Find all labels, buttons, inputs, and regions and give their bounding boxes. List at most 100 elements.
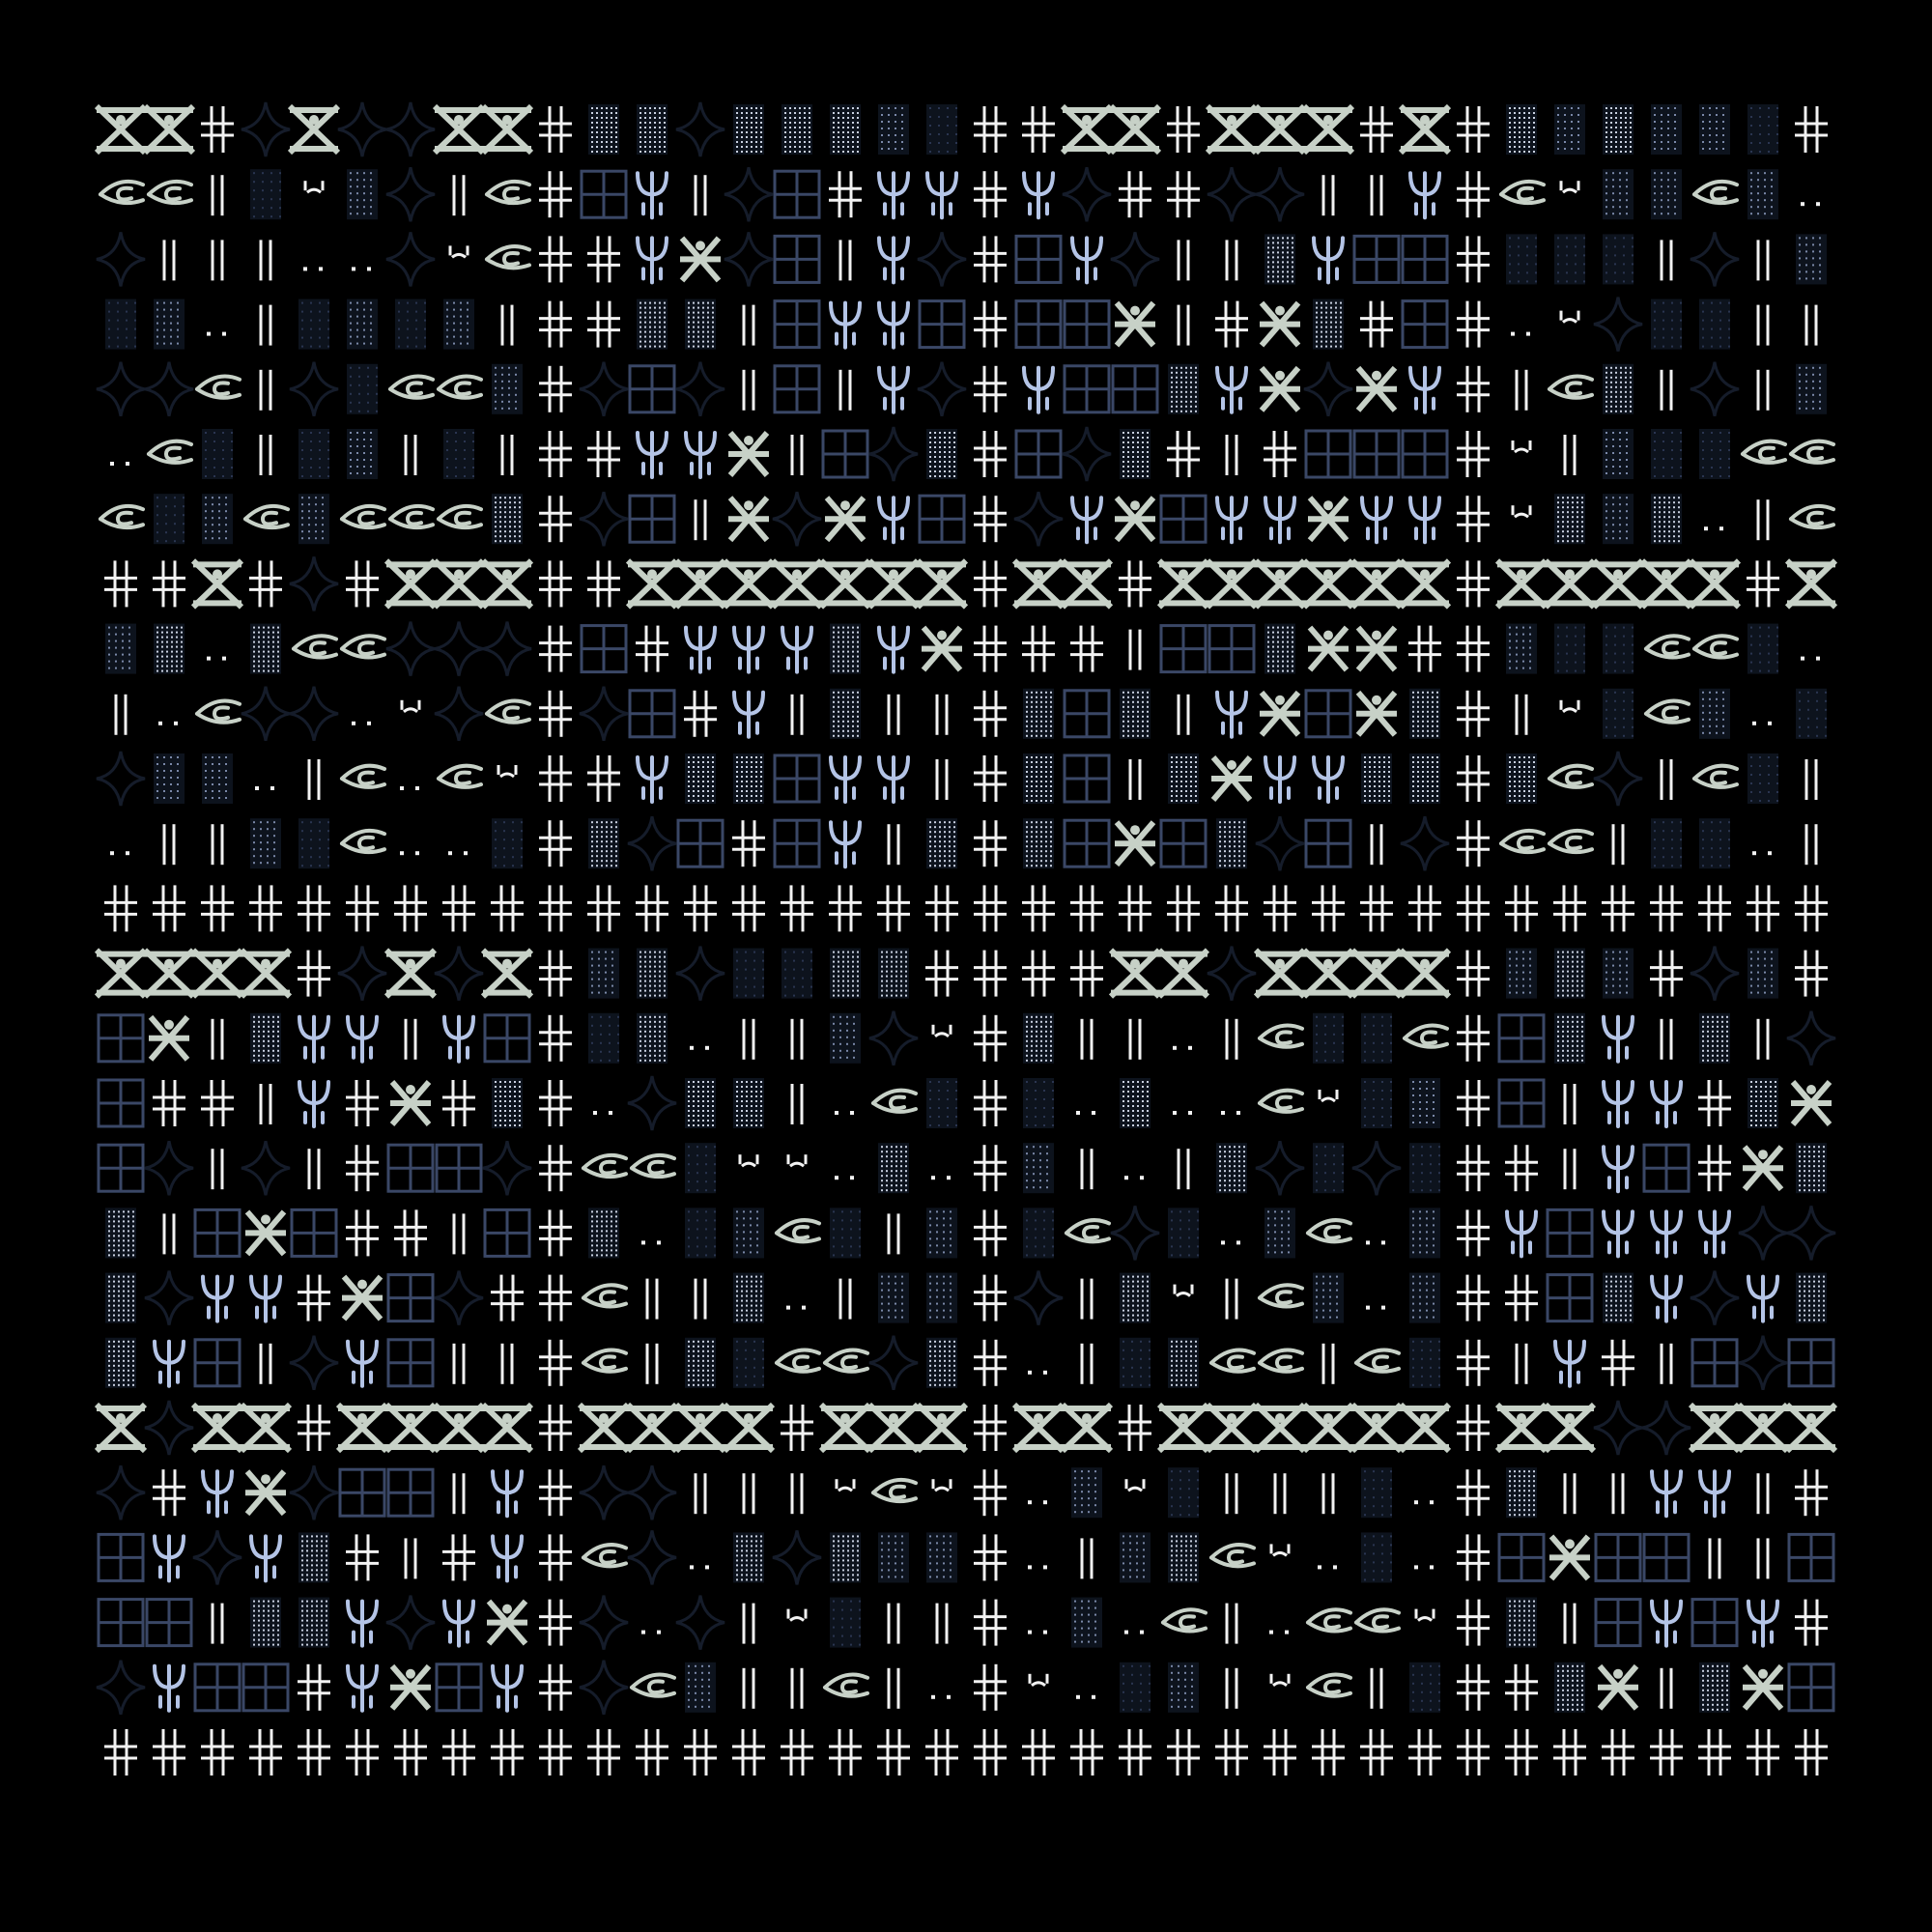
double-cross-icon: [1264, 1729, 1296, 1776]
four-point-star-icon: [337, 946, 387, 1001]
four-point-star-icon: [724, 166, 774, 222]
trident-icon: [249, 1534, 282, 1583]
diamond-weave-icon: [1350, 558, 1404, 610]
dot-tile: [1409, 1143, 1440, 1194]
double-bar-icon: [1563, 1149, 1577, 1190]
double-cross-icon: [346, 1145, 379, 1192]
double-cross-icon: [587, 560, 620, 608]
trident-icon: [636, 236, 668, 285]
diamond-weave-icon: [480, 558, 534, 610]
double-cross-icon: [974, 300, 1007, 348]
dot-pair-icon: [690, 1565, 709, 1570]
diamond-weave-icon: [190, 948, 244, 999]
eye-icon: [1258, 1023, 1304, 1049]
asterisk-icon: [1210, 755, 1253, 802]
grid-box-icon: [1159, 818, 1208, 868]
dot-tile: [1699, 1662, 1730, 1713]
asterisk-icon: [389, 1080, 432, 1126]
four-point-star-icon: [1255, 1140, 1305, 1196]
grid-box-icon: [628, 494, 676, 544]
double-cross-icon: [829, 1729, 862, 1776]
dot-tile: [733, 104, 764, 155]
double-cross-icon: [1457, 1209, 1490, 1257]
grid-box-icon: [1546, 1273, 1594, 1323]
dot-pair-icon: [1414, 1565, 1434, 1570]
grid-box-icon: [1159, 624, 1208, 674]
double-cross-icon: [1505, 1729, 1538, 1776]
double-cross-icon: [1457, 496, 1490, 543]
grid-box-icon: [97, 1013, 145, 1064]
double-bar-icon: [1660, 759, 1673, 800]
double-cross-icon: [781, 1405, 813, 1451]
asterisk-icon: [1307, 625, 1350, 672]
dot-tile: [733, 1337, 764, 1388]
trident-icon: [1408, 496, 1441, 545]
four-point-star-icon: [144, 1140, 194, 1196]
double-bar-icon: [1080, 1538, 1094, 1579]
double-cross-icon: [974, 1274, 1007, 1321]
dot-tile: [202, 429, 233, 479]
diamond-weave-icon: [1301, 558, 1355, 610]
grid-box-icon: [193, 1662, 242, 1713]
eye-icon: [823, 1348, 869, 1374]
dot-tile: [830, 948, 861, 999]
double-cross-icon: [732, 885, 765, 932]
double-cross-icon: [153, 560, 185, 608]
double-bar-icon: [162, 1213, 176, 1255]
diamond-weave-icon: [287, 103, 341, 156]
diamond-weave-icon: [1301, 103, 1355, 156]
double-cross-icon: [1022, 1729, 1055, 1776]
dot-tile: [1506, 948, 1537, 999]
diamond-weave-icon: [1688, 1402, 1742, 1454]
motif-grid: [94, 101, 1838, 1776]
dot-tile: [1603, 948, 1634, 999]
double-cross-icon: [1457, 106, 1490, 153]
double-bar-icon: [1756, 304, 1770, 346]
four-point-star-icon: [1738, 1206, 1788, 1261]
eye-icon: [871, 1477, 918, 1504]
double-cross-icon: [442, 1080, 475, 1126]
dot-tile: [1023, 1208, 1054, 1259]
dot-tile: [154, 494, 185, 545]
double-bar-icon: [1515, 369, 1528, 411]
double-cross-icon: [974, 106, 1007, 153]
diamond-weave-icon: [1205, 1402, 1259, 1454]
double-cross-icon: [1602, 885, 1634, 932]
dot-tile: [1361, 1532, 1392, 1583]
double-bar-icon: [307, 1149, 321, 1190]
grid-box-icon: [242, 1662, 290, 1713]
double-cross-icon: [201, 1729, 234, 1776]
double-cross-icon: [1457, 1534, 1490, 1581]
eye-icon: [485, 179, 531, 206]
double-bar-icon: [887, 1603, 900, 1644]
grid-box-icon: [97, 1532, 145, 1582]
double-bar-icon: [1660, 1018, 1673, 1060]
diamond-weave-icon: [1060, 103, 1114, 156]
grid-box-icon: [1401, 429, 1449, 479]
dot-pair-icon: [1028, 1630, 1047, 1634]
double-bar-icon: [1756, 369, 1770, 411]
dot-tile: [1651, 429, 1682, 479]
eye-icon: [1354, 1348, 1401, 1374]
diamond-weave-icon: [818, 1402, 872, 1454]
four-point-star-icon: [579, 686, 629, 742]
four-point-star-icon: [289, 556, 339, 611]
eye-icon: [99, 179, 145, 206]
eye-icon: [437, 763, 483, 789]
diamond-weave-icon: [1253, 558, 1307, 610]
dot-tile: [830, 1208, 861, 1259]
dot-tile: [1603, 623, 1634, 674]
double-cross-icon: [1795, 950, 1828, 997]
double-cross-icon: [1650, 885, 1683, 932]
dot-tile: [492, 1078, 523, 1128]
double-cross-icon: [298, 885, 330, 932]
grid-box-icon: [1014, 234, 1063, 284]
trident-icon: [684, 431, 717, 479]
dot-tile: [1023, 753, 1054, 804]
dot-tile: [395, 298, 426, 350]
diamond-weave-icon: [1398, 948, 1452, 999]
double-bar-icon: [1080, 1343, 1094, 1384]
double-cross-icon: [974, 820, 1007, 867]
double-cross-icon: [298, 1663, 330, 1711]
diamond-weave-icon: [432, 1402, 486, 1454]
